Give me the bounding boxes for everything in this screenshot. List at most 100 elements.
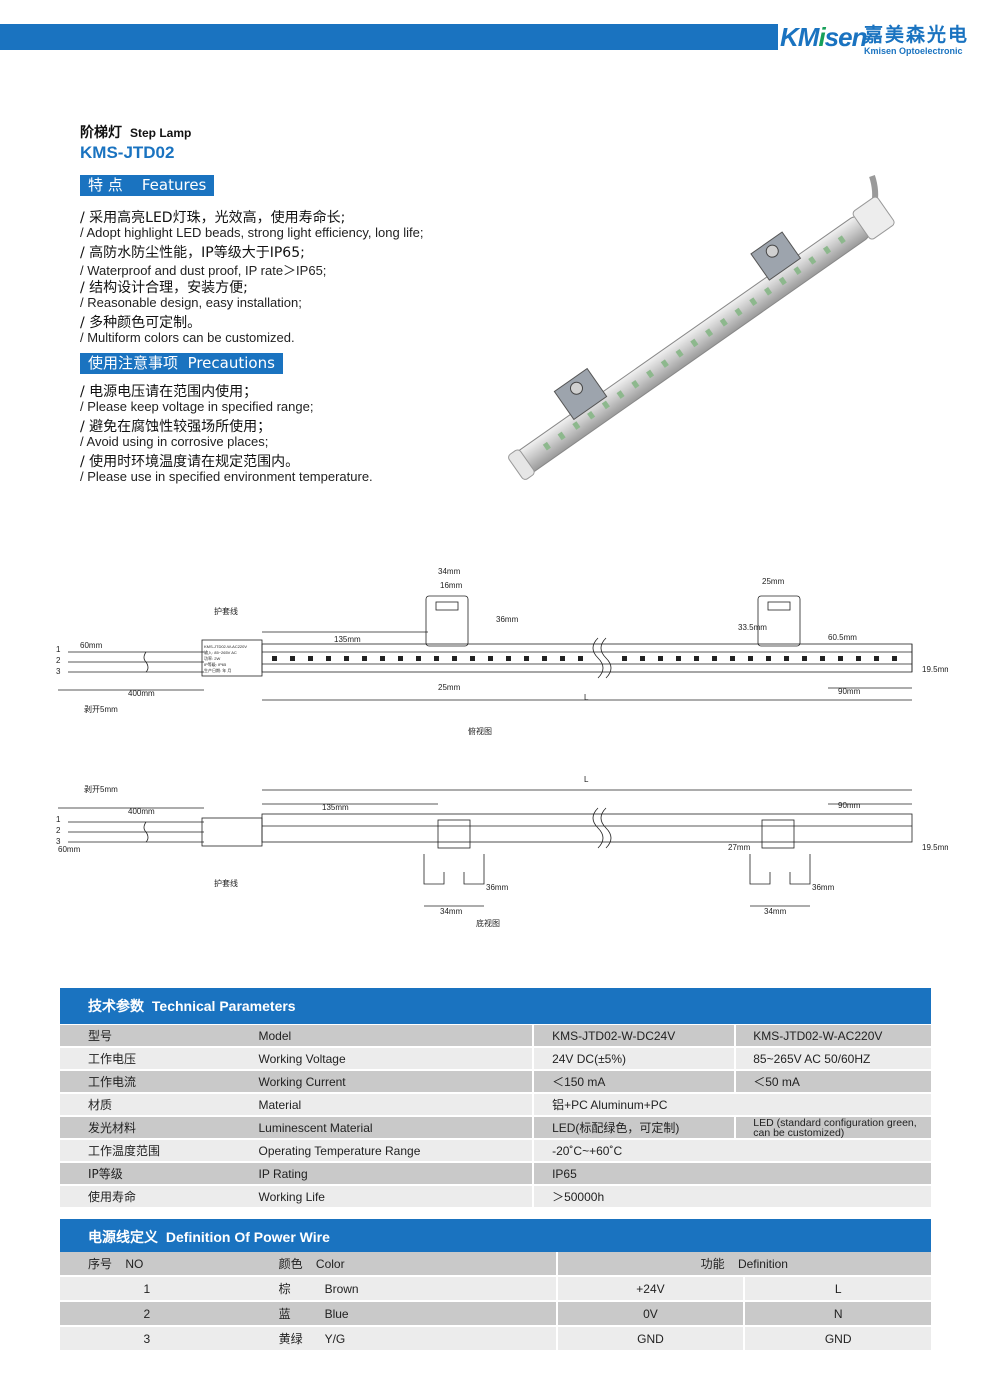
list-item: / 电源电压请在范围内使用； <box>80 384 258 400</box>
dim-label: 34mm <box>438 567 461 576</box>
dim-label: 25mm <box>438 683 461 692</box>
dim-label: 34mm <box>764 907 787 916</box>
table-cell: Model <box>258 1025 533 1048</box>
dimension-drawing: 1 2 3 60mm 400mm 135mm 34mm 16mm 36mm 25… <box>56 567 948 928</box>
header-bar <box>0 24 778 50</box>
dim-label: 60.5mm <box>828 633 857 642</box>
dim-label: 135mm <box>322 803 349 812</box>
table-cell: ＜150 mA <box>532 1071 735 1094</box>
power-wire-header: 电源线定义 Definition Of Power Wire <box>60 1219 931 1255</box>
dim-label: L <box>584 693 589 702</box>
dim-label: 90mm <box>838 801 861 810</box>
product-model: KMS-JTD02 <box>80 143 175 162</box>
list-item: / Avoid using in corrosive places; <box>80 433 269 449</box>
wire-num: 3 <box>56 667 61 676</box>
table-cell: KMS-JTD02-W-DC24V <box>532 1025 735 1048</box>
table-cell: 使用寿命 <box>60 1186 259 1209</box>
table-cell: 85~265V AC 50/60HZ <box>734 1048 931 1071</box>
list-item: / Waterproof and dust proof, IP rate＞IP6… <box>80 262 327 278</box>
table-cell: 工作温度范围 <box>60 1140 259 1163</box>
brand-logo: KMisen 嘉美森光电 Kmisen Optoelectronic <box>780 14 992 60</box>
dim-label: 34mm <box>440 907 463 916</box>
logo-mark: KMisen <box>780 22 867 52</box>
table-cell: +24V <box>555 1277 744 1302</box>
svg-text:IP等级: IP65: IP等级: IP65 <box>204 661 227 667</box>
table-cell: Working Life <box>258 1186 533 1209</box>
table-cell: 铝+PC Aluminum+PC <box>532 1094 931 1117</box>
table-cell: LED (standard configuration green, can b… <box>734 1117 931 1140</box>
dim-label: 60mm <box>58 845 81 854</box>
list-item: / 结构设计合理，安装方便; <box>80 280 248 296</box>
svg-text:KMS-JTD02-W-AC220V: KMS-JTD02-W-AC220V <box>204 644 247 649</box>
table-cell: 工作电流 <box>60 1071 259 1094</box>
dim-label: 19.5mm <box>922 665 948 674</box>
bottom-view-caption: 底视图 <box>476 918 500 928</box>
svg-text:功率: 2W: 功率: 2W <box>204 655 220 661</box>
list-item: / 避免在腐蚀性较强场所使用； <box>80 419 272 435</box>
table-cell: ＞50000h <box>532 1186 931 1209</box>
table-cell: Working Current <box>258 1071 533 1094</box>
list-item: / 采用高亮LED灯珠，光效高，使用寿命长; <box>80 210 346 226</box>
list-item: / Reasonable design, easy installation; <box>80 294 302 310</box>
table-cell: ＜50 mA <box>734 1071 931 1094</box>
table-cell: 24V DC(±5%) <box>532 1048 735 1071</box>
table-cell: N <box>743 1302 931 1327</box>
wire-num: 2 <box>56 656 61 665</box>
table-cell: IP等级 <box>60 1163 259 1186</box>
dim-label: 90mm <box>838 687 861 696</box>
dim-label: 19.5mm <box>922 843 948 852</box>
table-cell: Operating Temperature Range <box>258 1140 533 1163</box>
strip-label: 剥开5mm <box>84 785 118 794</box>
table-cell: 型号 <box>60 1025 259 1048</box>
table-cell: LED(标配绿色，可定制) <box>532 1117 735 1140</box>
table-cell: IP Rating <box>258 1163 533 1186</box>
precautions-tag: 使用注意事项 Precautions <box>80 353 283 374</box>
table-cell: 发光材料 <box>60 1117 259 1140</box>
wire-num: 2 <box>56 826 61 835</box>
table-cell: -20˚C~+60˚C <box>532 1140 931 1163</box>
features-list: / 采用高亮LED灯珠，光效高，使用寿命长;/ Adopt highlight … <box>80 207 424 347</box>
list-item: / Please keep voltage in specified range… <box>80 398 314 414</box>
dim-label: L <box>584 775 589 784</box>
table-cell: Working Voltage <box>258 1048 533 1071</box>
table-cell: Material <box>258 1094 533 1117</box>
dim-label: 60mm <box>80 641 103 650</box>
table-cell: 2 <box>60 1302 235 1327</box>
table-cell: GND <box>555 1327 744 1352</box>
dim-label: 36mm <box>496 615 519 624</box>
list-item: / Adopt highlight LED beads, strong ligh… <box>80 224 424 240</box>
list-item: / 使用时环境温度请在规定范围内。 <box>80 454 300 470</box>
sheath-label: 护套线 <box>214 606 238 616</box>
tech-params-header: 技术参数 Technical Parameters <box>60 988 931 1024</box>
sheath-label: 护套线 <box>214 878 238 888</box>
dim-label: 400mm <box>128 689 155 698</box>
dim-label: 27mm <box>728 843 751 852</box>
wire-num: 1 <box>56 815 61 824</box>
svg-text:输入: 85~265V AC: 输入: 85~265V AC <box>204 649 237 655</box>
product-photo <box>508 175 895 480</box>
dim-label: 135mm <box>334 635 361 644</box>
table-cell: 0V <box>555 1302 744 1327</box>
dim-label: 16mm <box>440 581 463 590</box>
table-cell: 1 <box>60 1277 235 1302</box>
table-cell: L <box>743 1277 931 1302</box>
table-cell: 工作电压 <box>60 1048 259 1071</box>
strip-label: 剥开5mm <box>84 705 118 714</box>
